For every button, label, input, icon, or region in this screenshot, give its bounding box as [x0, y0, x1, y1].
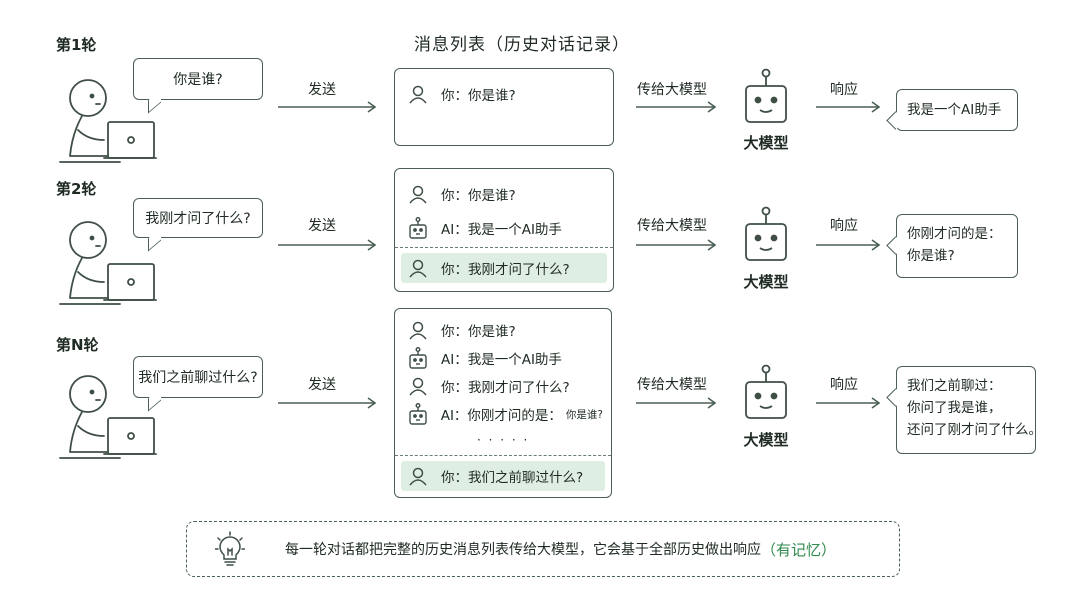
- model-label-2: 大模型: [743, 273, 789, 291]
- round-label-n: 第N轮: [56, 336, 99, 354]
- pass-arrow-n: [636, 397, 717, 409]
- response-line: 你问了我是谁，: [907, 400, 1002, 416]
- user-icon: [407, 465, 429, 487]
- message-list-title: 消息列表（历史对话记录）: [414, 35, 630, 55]
- respond-arrow-2: [816, 239, 881, 251]
- response-line: 你是谁?: [907, 248, 955, 264]
- message-text: 你：你是谁?: [441, 88, 516, 104]
- response-line: 我是一个AI助手: [907, 102, 1002, 118]
- message-row: AI：我是一个AI助手: [407, 215, 605, 241]
- person-at-laptop-icon: [59, 79, 157, 163]
- person-at-laptop-icon: [59, 375, 157, 459]
- user-icon: [407, 257, 429, 279]
- question-bubble-2: 我刚才问了什么?: [133, 198, 263, 238]
- send-arrow-1: [278, 101, 377, 113]
- message-row-current: 你：我刚才问了什么?: [401, 253, 607, 283]
- robot-icon: [745, 68, 787, 123]
- message-list-box-1: 你：你是谁?: [394, 68, 614, 146]
- respond-label-2: 响应: [830, 218, 858, 234]
- send-label-2: 发送: [308, 218, 336, 234]
- message-list-box-2: 你：你是谁? AI：我是一个AI助手 你：我刚才问了什么?: [394, 168, 614, 292]
- response-box-n: 我们之前聊过： 你问了我是谁， 还问了刚才问了什么。: [896, 366, 1042, 454]
- message-quote: 你是谁?: [565, 408, 603, 421]
- message-row: AI：我是一个AI助手: [407, 345, 603, 371]
- pass-label-n: 传给大模型: [637, 377, 707, 393]
- message-row-current: 你：我们之前聊过什么?: [401, 461, 605, 491]
- round-label-2: 第2轮: [56, 180, 97, 198]
- message-row: 你：你是谁?: [407, 181, 605, 207]
- pass-arrow-1: [636, 101, 717, 113]
- message-text: AI：我是一个AI助手: [441, 222, 562, 238]
- message-text: 你：你是谁?: [441, 324, 516, 340]
- model-label-n: 大模型: [743, 431, 789, 449]
- summary-accent: （有记忆）: [761, 540, 837, 559]
- message-text: AI：你刚才问的是：: [440, 408, 562, 424]
- user-icon: [407, 375, 429, 397]
- message-row: 你：你是谁?: [407, 81, 605, 107]
- summary-text: 每一轮对话都把完整的历史消息列表传给大模型，它会基于全部历史做出响应: [285, 542, 761, 558]
- message-text: AI：我是一个AI助手: [441, 352, 562, 368]
- robot-icon: [407, 403, 429, 425]
- pass-arrow-2: [636, 239, 717, 251]
- message-text: 你：我刚才问了什么?: [441, 380, 570, 396]
- divider: [395, 247, 613, 248]
- robot-icon: [745, 364, 787, 419]
- response-line: 还问了刚才问了什么。: [907, 422, 1042, 438]
- message-list-box-n: 你：你是谁? AI：我是一个AI助手 你：我刚才问了什么? AI：你刚才问的是：…: [394, 308, 612, 498]
- response-box-2: 你刚才问的是： 你是谁?: [896, 214, 1018, 278]
- send-arrow-n: [278, 397, 377, 409]
- send-label-1: 发送: [308, 82, 336, 98]
- send-label-n: 发送: [308, 377, 336, 393]
- question-bubble-1: 你是谁?: [133, 58, 263, 100]
- lightbulb-icon: [215, 531, 245, 566]
- model-label-1: 大模型: [743, 134, 789, 152]
- round-label-1: 第1轮: [56, 36, 97, 54]
- pass-label-1: 传给大模型: [637, 82, 707, 98]
- robot-icon: [407, 347, 429, 369]
- send-arrow-2: [278, 239, 377, 251]
- response-line: 你刚才问的是：: [907, 226, 1002, 242]
- user-icon: [407, 319, 429, 341]
- pass-label-2: 传给大模型: [637, 218, 707, 234]
- ellipsis: · · · · ·: [477, 433, 530, 447]
- question-bubble-n: 我们之前聊过什么?: [133, 356, 263, 398]
- message-text: 你：我刚才问了什么?: [441, 262, 570, 278]
- person-at-laptop-icon: [59, 221, 157, 305]
- respond-arrow-n: [816, 397, 881, 409]
- message-row: 你：我刚才问了什么?: [407, 373, 603, 399]
- robot-icon: [745, 206, 787, 261]
- summary-note: 每一轮对话都把完整的历史消息列表传给大模型，它会基于全部历史做出响应 （有记忆）: [186, 521, 900, 577]
- respond-arrow-1: [816, 101, 881, 113]
- message-row: AI：你刚才问的是： 你是谁?: [407, 401, 603, 427]
- response-box-1: 我是一个AI助手: [896, 89, 1018, 131]
- message-row: 你：你是谁?: [407, 317, 603, 343]
- response-line: 我们之前聊过：: [907, 378, 1002, 394]
- robot-icon: [407, 217, 429, 239]
- respond-label-n: 响应: [830, 377, 858, 393]
- divider: [395, 455, 611, 456]
- message-text: 你：我们之前聊过什么?: [441, 470, 584, 486]
- user-icon: [407, 183, 429, 205]
- message-text: 你：你是谁?: [441, 188, 516, 204]
- user-icon: [407, 83, 429, 105]
- respond-label-1: 响应: [830, 82, 858, 98]
